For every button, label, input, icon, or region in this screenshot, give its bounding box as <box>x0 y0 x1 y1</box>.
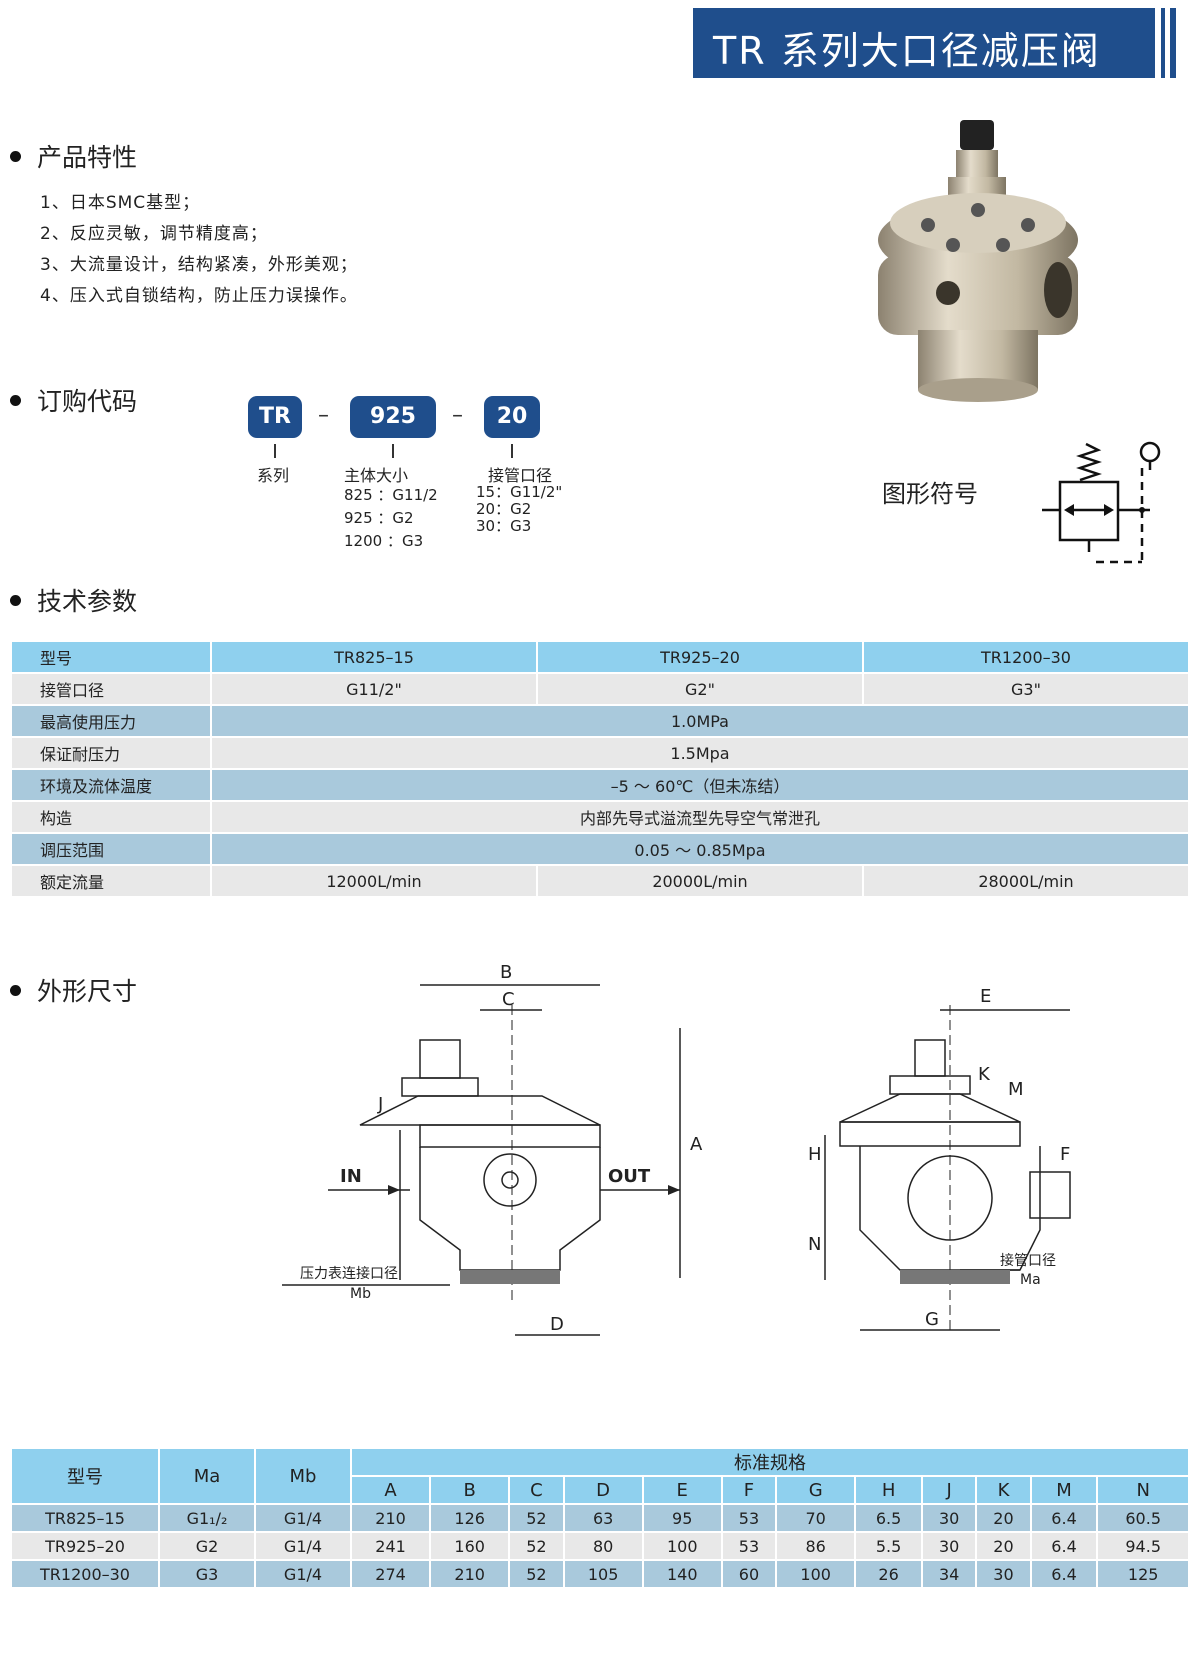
dim-label-e: E <box>980 986 991 1007</box>
symbol-label: 图形符号 <box>882 480 978 508</box>
dim-label-g: G <box>925 1309 939 1330</box>
product-photo <box>878 120 1078 402</box>
dim-label-in: IN <box>340 1166 362 1187</box>
dim-label-mb: Mb <box>350 1286 371 1302</box>
dimension-drawing: B C J A IN OUT D 压力表连接口径 Mb E K M H F N … <box>282 962 1071 1336</box>
dim-label-c: C <box>502 989 515 1010</box>
regulator-symbol-icon <box>1042 441 1161 564</box>
feature-item: 4、压入式自锁结构，防止压力误操作。 <box>40 286 358 306</box>
bullet-icon <box>10 984 21 996</box>
code-dash: – <box>452 403 463 428</box>
dim-label-ma: Ma <box>1020 1272 1041 1288</box>
feature-item: 3、大流量设计，结构紧凑，外形美观； <box>40 255 358 275</box>
body-options: 825 ：G11/2 925 ：G2 1200 ：G3 <box>344 486 438 550</box>
dim-label-j: J <box>377 1094 383 1115</box>
dim-label-b: B <box>500 962 512 983</box>
features-list: 1、日本SMC基型； 2、反应灵敏，调节精度高； 3、大流量设计，结构紧凑，外形… <box>40 188 358 312</box>
table-row: 构造 内部先导式溢流型先导空气常泄孔 <box>10 800 1190 834</box>
code-tick <box>274 444 276 458</box>
code-body-box: 925 <box>350 396 436 438</box>
dim-label-ma-note: 接管口径 <box>1000 1252 1056 1269</box>
tech-heading: 技术参数 <box>10 582 137 618</box>
table-row: 保证耐压力 1.5Mpa <box>10 736 1190 770</box>
dimensions-heading: 外形尺寸 <box>10 972 137 1008</box>
dim-label-mb-note: 压力表连接口径 <box>300 1265 398 1282</box>
bullet-icon <box>10 150 21 162</box>
table-row: 接管口径 G11/2" G2" G3" <box>10 672 1190 706</box>
dim-label-k: K <box>978 1064 991 1085</box>
title-banner: TR 系列大口径减压阀 <box>693 8 1165 78</box>
port-options: 15：G11/2" 20：G2 30：G3 <box>476 483 563 535</box>
table-row: 调压范围 0.05 ～ 0.85Mpa <box>10 832 1190 866</box>
feature-item: 1、日本SMC基型； <box>40 193 201 213</box>
body-label: 主体大小 <box>344 466 409 485</box>
dim-label-f: F <box>1060 1144 1070 1165</box>
code-dash: – <box>318 403 329 428</box>
table-header-row: 型号 Ma Mb 标准规格 <box>10 1447 1190 1505</box>
table-row: 额定流量 12000L/min 20000L/min 28000L/min <box>10 864 1190 898</box>
port-label: 接管口径 <box>488 466 553 485</box>
order-heading: 订购代码 <box>10 382 137 418</box>
dim-label-a: A <box>690 1134 703 1155</box>
dim-label-m: M <box>1008 1079 1024 1100</box>
tech-table: 型号 TR825–15 TR925–20 TR1200–30 接管口径 G11/… <box>10 640 1190 898</box>
code-tick <box>511 444 513 458</box>
code-port-box: 20 <box>484 396 540 438</box>
table-row: 型号 TR825–15 TR925–20 TR1200–30 <box>10 640 1190 674</box>
dim-label-d: D <box>550 1314 564 1335</box>
series-label: 系列 <box>257 466 290 485</box>
dim-label-n: N <box>808 1234 821 1255</box>
spec-table: 型号 Ma Mb 标准规格 A B C D E F G H J K M N TR… <box>10 1447 1190 1589</box>
bullet-icon <box>10 394 21 406</box>
banner-edge <box>1170 8 1176 78</box>
bullet-icon <box>10 594 21 606</box>
feature-item: 2、反应灵敏，调节精度高； <box>40 224 268 244</box>
code-tick <box>392 444 394 458</box>
dim-label-h: H <box>808 1144 822 1165</box>
table-header-row: A B C D E F G H J K M N <box>11 1475 1190 1505</box>
table-row: 最高使用压力 1.0MPa <box>10 704 1190 738</box>
banner-stripe <box>1155 8 1161 78</box>
page-title: TR 系列大口径减压阀 <box>713 29 1101 73</box>
code-series-box: TR <box>248 396 302 438</box>
features-heading: 产品特性 <box>10 138 137 174</box>
dim-label-out: OUT <box>608 1166 651 1187</box>
table-row: 环境及流体温度 –5 ～ 60℃（但未冻结） <box>10 768 1190 802</box>
